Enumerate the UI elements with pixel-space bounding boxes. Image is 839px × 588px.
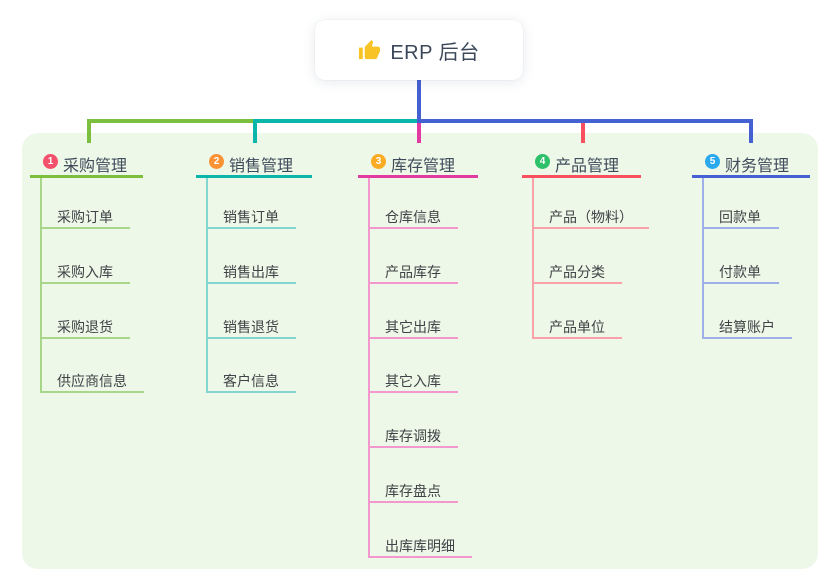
branch-title[interactable]: 产品管理 — [555, 158, 620, 175]
branch-number-badge: 1 — [43, 153, 58, 169]
root-node-label: ERP 后台 — [390, 41, 480, 64]
item-销售退货[interactable]: 销售退货 — [223, 318, 279, 335]
item-underline — [368, 446, 458, 449]
item-underline — [206, 227, 296, 229]
item-underline — [368, 501, 458, 503]
item-出库库明细[interactable]: 出库库明细 — [385, 537, 455, 554]
branch-drop-line — [581, 122, 585, 143]
item-结算账户[interactable]: 结算账户 — [719, 318, 775, 335]
item-underline — [702, 336, 792, 339]
item-回款单[interactable]: 回款单 — [719, 209, 761, 225]
branch-number-badge: 3 — [371, 153, 386, 169]
trunk-segment — [417, 119, 753, 123]
item-产品单位[interactable]: 产品单位 — [549, 318, 605, 335]
branch-title-underline — [692, 174, 810, 178]
item-供应商信息[interactable]: 供应商信息 — [57, 373, 127, 390]
item-客户信息[interactable]: 客户信息 — [223, 373, 279, 390]
child-rail-line — [532, 177, 534, 339]
branch-drop-line — [253, 122, 257, 143]
branch-number-badge: 4 — [535, 153, 550, 169]
item-仓库信息[interactable]: 仓库信息 — [385, 209, 441, 225]
branch-title-underline — [522, 174, 641, 178]
item-underline — [702, 281, 779, 284]
trunk-segment — [87, 119, 253, 123]
item-underline — [40, 391, 144, 394]
child-rail-line — [702, 177, 704, 339]
item-销售订单[interactable]: 销售订单 — [223, 209, 279, 225]
branch-drop-line — [417, 122, 421, 143]
item-采购入库[interactable]: 采购入库 — [57, 263, 113, 280]
item-underline — [532, 281, 622, 284]
item-采购退货[interactable]: 采购退货 — [57, 318, 113, 335]
root-connector-stub — [417, 78, 421, 122]
child-rail-line — [368, 177, 370, 558]
item-付款单[interactable]: 付款单 — [719, 263, 761, 280]
item-underline — [368, 281, 458, 284]
item-underline — [206, 336, 296, 339]
item-underline — [206, 281, 296, 284]
item-underline — [40, 227, 130, 229]
root-node-erp[interactable]: ERP 后台 — [315, 20, 523, 80]
item-采购订单[interactable]: 采购订单 — [57, 209, 113, 225]
item-其它入库[interactable]: 其它入库 — [385, 373, 441, 390]
branch-number-badge: 2 — [209, 153, 224, 169]
item-产品库存[interactable]: 产品库存 — [385, 263, 441, 280]
item-underline — [206, 391, 296, 394]
item-其它出库[interactable]: 其它出库 — [385, 318, 441, 335]
item-underline — [368, 391, 458, 394]
item-underline — [368, 227, 458, 229]
branch-title-underline — [358, 174, 478, 178]
branches-panel — [22, 133, 818, 569]
item-underline — [40, 336, 130, 339]
item-underline — [40, 281, 130, 284]
branch-title[interactable]: 采购管理 — [63, 158, 128, 175]
branch-title[interactable]: 财务管理 — [725, 158, 790, 175]
branch-title[interactable]: 库存管理 — [391, 158, 456, 175]
item-库存盘点[interactable]: 库存盘点 — [385, 483, 441, 499]
item-销售出库[interactable]: 销售出库 — [223, 263, 279, 280]
item-underline — [368, 555, 472, 558]
item-产品分类[interactable]: 产品分类 — [549, 263, 605, 280]
branch-number-badge: 5 — [705, 153, 720, 169]
item-库存调拨[interactable]: 库存调拨 — [385, 428, 441, 445]
branch-drop-line — [87, 122, 91, 143]
item-underline — [368, 336, 458, 339]
item-underline — [702, 227, 779, 229]
branch-drop-line — [749, 122, 753, 143]
trunk-segment — [253, 119, 417, 123]
item-产品（物料）[interactable]: 产品（物料） — [549, 209, 633, 225]
item-underline — [532, 227, 649, 229]
branch-title-underline — [30, 174, 143, 178]
child-rail-line — [40, 177, 42, 394]
item-underline — [532, 336, 622, 339]
child-rail-line — [206, 177, 208, 394]
thumbs-up-icon — [359, 39, 381, 59]
branch-title-underline — [196, 174, 312, 178]
branch-title[interactable]: 销售管理 — [229, 158, 294, 175]
